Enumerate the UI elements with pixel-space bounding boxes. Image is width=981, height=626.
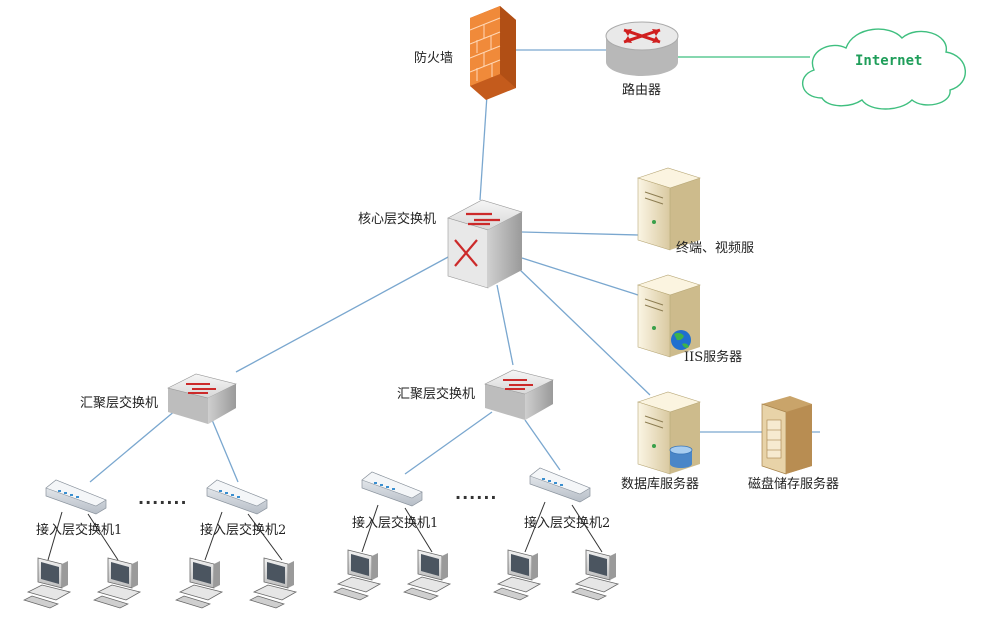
access-switch-icon (206, 479, 268, 515)
ellipsis-right: ······ (455, 488, 498, 507)
access-switch-1a-label: 接入层交换机1 (36, 523, 123, 538)
computer-icon (493, 549, 542, 601)
link-aggR-acc2 (524, 419, 561, 471)
router-icon (605, 21, 679, 76)
computer-icon (333, 549, 382, 601)
computer-icon (403, 549, 452, 601)
router-label: 路由器 (622, 83, 662, 98)
link-aggR-acc1 (404, 411, 493, 475)
core-switch-icon (447, 199, 523, 289)
computer-icon (571, 549, 620, 601)
link-core-db (517, 267, 651, 396)
computers (23, 549, 620, 609)
terminal-server-label: 终端、视频服 (676, 241, 755, 256)
disk-server-label: 磁盘储存服务器 (748, 477, 840, 492)
ellipsis-left: ······· (138, 493, 188, 512)
internet-label: Internet (855, 53, 923, 69)
access-switch-icon (45, 479, 107, 515)
computer-icon (93, 557, 142, 609)
db-server-label: 数据库服务器 (621, 477, 700, 492)
core-switch-label: 核心层交换机 (358, 212, 437, 227)
access-switch-icon (361, 471, 423, 507)
storage-server-icon (761, 396, 812, 475)
link-core-iis (521, 257, 639, 296)
agg-switch-left-label: 汇聚层交换机 (80, 396, 159, 411)
aggregation-switch-icon (484, 369, 554, 420)
link-core-agg-left (235, 255, 451, 373)
access-switch-icon (529, 467, 591, 503)
links (89, 49, 820, 483)
link-core-agg-right (496, 284, 514, 366)
server-icon (637, 274, 701, 358)
cloud-icon (802, 28, 966, 110)
computer-icon (175, 557, 224, 609)
link-firewall-core (479, 94, 488, 201)
firewall-icon (469, 6, 516, 100)
access-switch-2b-label: 接入层交换机2 (524, 516, 611, 531)
computer-icon (23, 557, 72, 609)
link-aggL-acc1 (89, 409, 177, 483)
access-switch-2a-label: 接入层交换机2 (200, 523, 287, 538)
iis-server-label: IIS服务器 (684, 350, 743, 365)
links-access (47, 501, 603, 561)
agg-switch-right-label: 汇聚层交换机 (397, 387, 476, 402)
link-core-terminal (521, 231, 639, 236)
database-icon (669, 445, 693, 468)
link-aggL-acc2 (209, 414, 239, 483)
computer-icon (249, 557, 298, 609)
firewall-label: 防火墙 (414, 51, 454, 66)
globe-icon (671, 330, 691, 350)
access-switch-1b-label: 接入层交换机1 (352, 516, 439, 531)
aggregation-switch-icon (167, 373, 237, 424)
server-icon (637, 167, 701, 251)
